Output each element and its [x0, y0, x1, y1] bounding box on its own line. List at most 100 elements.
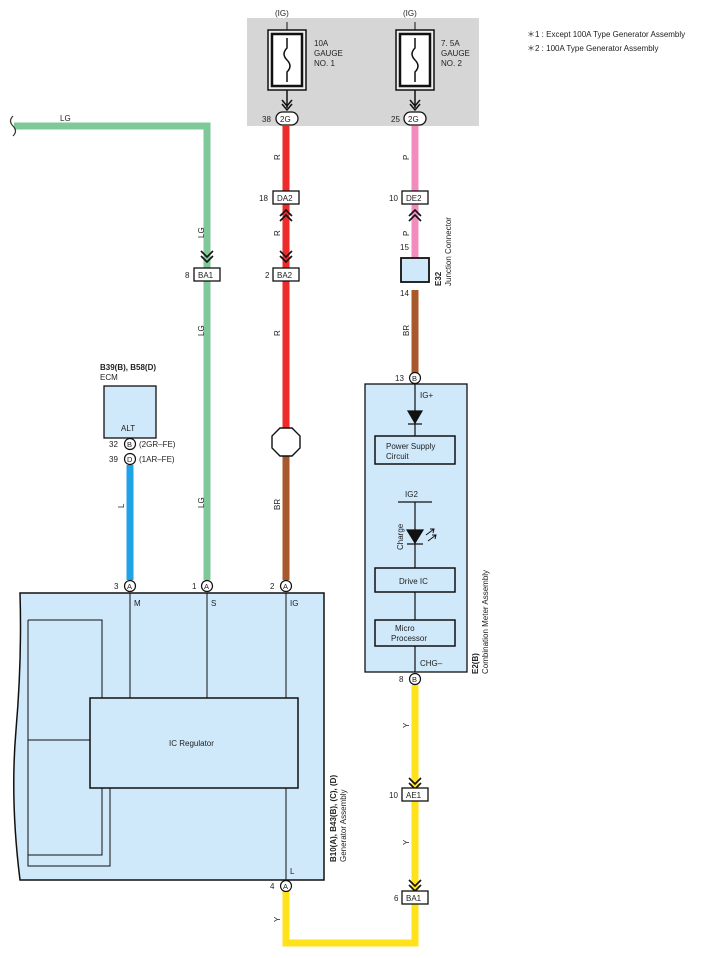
- wire-lg-break: [9, 115, 17, 137]
- wire-label-l: L: [117, 503, 126, 508]
- de2-connector: [401, 190, 429, 205]
- fuse2-rating: 7. 5A: [441, 39, 460, 48]
- svg-text:BA1: BA1: [406, 894, 422, 903]
- ecm-name: ECM: [100, 373, 118, 382]
- ecm-pin1-num: 32: [109, 440, 118, 449]
- wire-label-lg-1: LG: [197, 227, 206, 238]
- svg-text:2G: 2G: [408, 115, 419, 124]
- svg-text:D: D: [127, 455, 133, 464]
- svg-text:A: A: [283, 582, 288, 591]
- e32-pin-out: 14: [400, 289, 409, 298]
- de2-pin: 10: [389, 194, 398, 203]
- svg-text:AE1: AE1: [406, 791, 422, 800]
- e32-code: E32: [434, 271, 443, 286]
- generator-inner-loop2: [27, 620, 111, 867]
- ic-regulator: [89, 697, 299, 789]
- chevron-up-icon: [279, 208, 293, 222]
- fuse2-ig: (IG): [403, 9, 417, 18]
- ba2-pin: 2: [265, 271, 270, 280]
- svg-text:Drive IC: Drive IC: [399, 577, 428, 586]
- meter-ig2: IG2: [405, 490, 418, 499]
- meter-pin-in-num: 13: [395, 374, 404, 383]
- generator-inner-loop3: [28, 788, 103, 856]
- meter-drive-ic: [374, 567, 456, 593]
- note-1: ＊1 : Except 100A Type Generator Assembly: [527, 30, 685, 39]
- wire-label-br-2: BR: [402, 325, 411, 336]
- ecm-pin2-connector: [123, 452, 137, 466]
- da2-connector: [272, 190, 300, 205]
- gen-pin-s-label: S: [211, 599, 216, 608]
- svg-text:DE2: DE2: [406, 194, 422, 203]
- da2-pin: 18: [259, 194, 268, 203]
- ba1-bottom-connector: [401, 890, 429, 905]
- diode-icon: [406, 410, 424, 425]
- wire-label-lg-top: LG: [60, 114, 71, 123]
- meter-name: Combination Meter Assembly: [481, 570, 490, 674]
- meter-pin-out-num: 8: [399, 675, 404, 684]
- fuse1-gauge: GAUGE: [314, 49, 343, 58]
- gen-pin-ig-connector: [279, 579, 293, 593]
- svg-text:A: A: [204, 582, 209, 591]
- gen-pin-ig-num: 2: [270, 582, 275, 591]
- gen-pin-m-label: M: [134, 599, 141, 608]
- generator-inner-loop1: [28, 619, 103, 741]
- gen-pin-m-num: 3: [114, 582, 119, 591]
- svg-text:2G: 2G: [280, 115, 291, 124]
- svg-text:Micro: Micro: [395, 624, 415, 633]
- wire-label-y-1: Y: [402, 722, 411, 728]
- ba1-bottom-pin: 6: [394, 894, 399, 903]
- gen-pin-ig-label: IG: [290, 599, 298, 608]
- meter-chg: CHG–: [420, 659, 443, 668]
- svg-text:B: B: [412, 675, 417, 684]
- e32-pin-in: 15: [400, 243, 409, 252]
- fuse1-pin: 38: [262, 115, 271, 124]
- svg-text:A: A: [283, 882, 288, 891]
- wire-label-y-3: Y: [273, 916, 282, 922]
- e32-junction: [400, 257, 430, 283]
- gen-pin-l-label: L: [290, 867, 295, 876]
- ae1-connector: [401, 787, 429, 802]
- fuse1-rating: 10A: [314, 39, 329, 48]
- ba1-top-connector: [193, 267, 221, 282]
- meter-power-supply: [374, 435, 456, 465]
- wire-label-lg-2: LG: [197, 325, 206, 336]
- led-icon: [405, 529, 425, 545]
- fuse1-ig: (IG): [275, 9, 289, 18]
- wire-label-r-1: R: [273, 154, 282, 160]
- fuse1-connector: [275, 111, 299, 126]
- chevron-up-icon: [408, 208, 422, 222]
- svg-text:Processor: Processor: [391, 634, 427, 643]
- ecm-pin1-note: (2GR–FE): [139, 440, 176, 449]
- ecm-box: [103, 385, 157, 439]
- fuse2-gauge: GAUGE: [441, 49, 470, 58]
- fuse2-connector: [403, 111, 427, 126]
- meter-micro-processor: [374, 619, 456, 647]
- wire-label-lg-3: LG: [197, 497, 206, 508]
- fuse2-no: NO. 2: [441, 59, 462, 68]
- wire-lg: [14, 122, 211, 580]
- fuse-icon: [283, 38, 291, 82]
- meter-code: E2(B): [471, 653, 480, 674]
- gen-pin-s-connector: [200, 579, 214, 593]
- ba1-top-pin: 8: [185, 271, 190, 280]
- ba2-connector: [272, 267, 300, 282]
- meter-charge: Charge: [396, 523, 405, 550]
- ecm-alt: ALT: [121, 424, 135, 433]
- e32-name: Junction Connector: [444, 217, 453, 286]
- svg-text:B: B: [127, 440, 132, 449]
- fuse2-chevron-icon: [409, 99, 421, 112]
- generator-name: Generator Assembly: [339, 790, 348, 862]
- svg-text:BA2: BA2: [277, 271, 293, 280]
- ecm-pin2-num: 39: [109, 455, 118, 464]
- wire-label-r-2: R: [273, 230, 282, 236]
- splice-octagon: [271, 427, 301, 457]
- svg-text:B: B: [412, 374, 417, 383]
- gen-pin-l-connector: [279, 879, 293, 893]
- chevron-down-icon: [200, 250, 214, 264]
- wire-label-r-3: R: [273, 330, 282, 336]
- fuse1-no: NO. 1: [314, 59, 335, 68]
- wire-label-br-1: BR: [273, 499, 282, 510]
- svg-text:Power Supply: Power Supply: [386, 442, 435, 451]
- ecm-pin1-connector: [123, 437, 137, 451]
- svg-text:DA2: DA2: [277, 194, 293, 203]
